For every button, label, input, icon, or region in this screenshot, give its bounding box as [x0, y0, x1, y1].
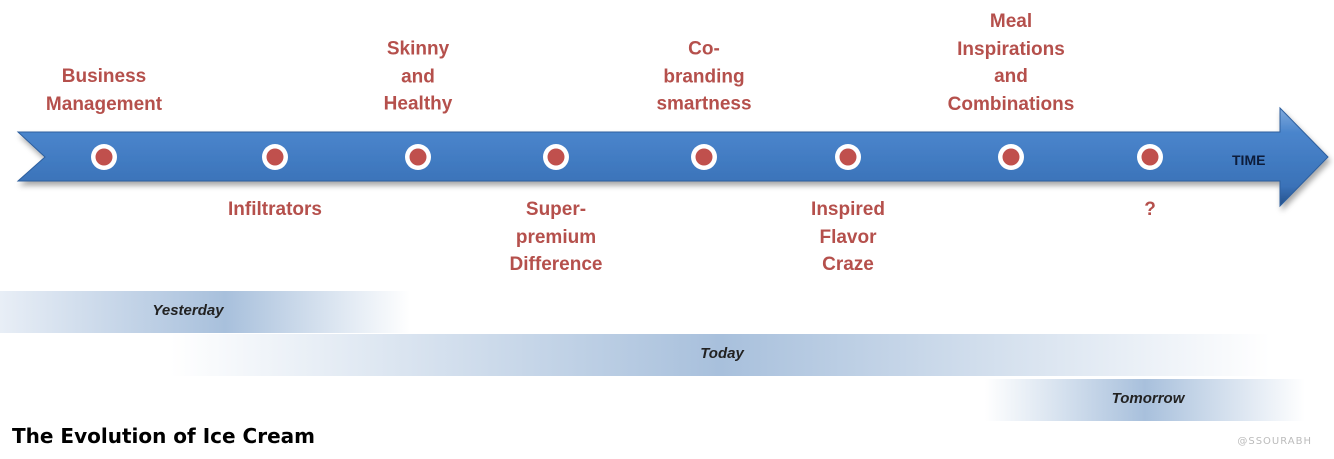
tomorrow-band: Tomorrow: [985, 379, 1305, 421]
today-band: Today: [170, 334, 1270, 376]
yesterday-label: Yesterday: [152, 302, 224, 319]
page-title: The Evolution of Ice Cream: [12, 424, 315, 448]
milestone-dot: [835, 144, 861, 170]
milestone-dot: [998, 144, 1024, 170]
above-milestone-label: Business Management: [45, 66, 163, 115]
above-milestone-label: Meal Inspirations and Combinations: [947, 11, 1075, 115]
milestone-dot: [262, 144, 288, 170]
milestone-dot: [405, 144, 431, 170]
below-milestone-label: Super- premium Difference: [509, 199, 603, 275]
yesterday-band: Yesterday: [0, 291, 410, 333]
milestone-dot: [691, 144, 717, 170]
below-milestone-label: Inspired Flavor Craze: [811, 199, 885, 275]
above-milestone-label: Co- branding smartness: [656, 38, 752, 115]
time-label: TIME: [1232, 152, 1266, 168]
today-label: Today: [700, 345, 744, 362]
timeline-arrow: [16, 106, 1329, 208]
below-milestone-label: Infiltrators: [228, 199, 322, 220]
below-milestone-label: ?: [1144, 199, 1156, 220]
watermark: @SSOURABH: [1237, 436, 1312, 447]
tomorrow-label: Tomorrow: [1111, 390, 1185, 407]
milestone-dot: [91, 144, 117, 170]
milestone-dot: [1137, 144, 1163, 170]
milestone-dot: [543, 144, 569, 170]
above-milestone-label: Skinny and Healthy: [383, 38, 453, 115]
